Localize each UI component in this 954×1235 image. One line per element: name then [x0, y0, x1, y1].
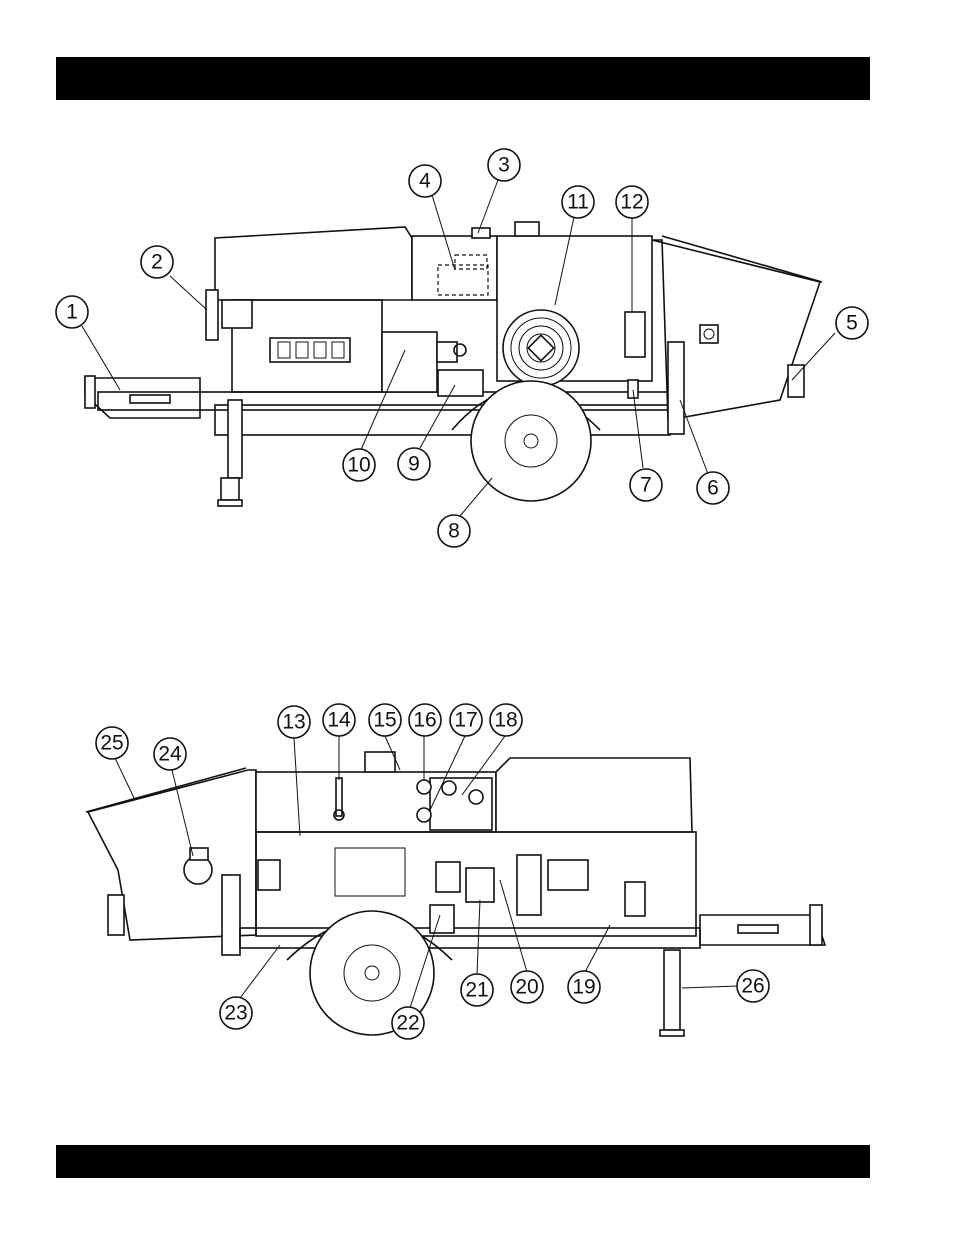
callout-label: 17 — [454, 709, 477, 732]
callout-label: 5 — [846, 312, 858, 335]
callout-label: 12 — [620, 191, 643, 214]
callout-label: 4 — [419, 170, 431, 193]
callout-4: 4 — [409, 165, 441, 197]
callout-19: 19 — [568, 971, 600, 1003]
callout-label: 2 — [151, 251, 163, 274]
callout-label: 13 — [282, 711, 305, 734]
callout-1: 1 — [56, 296, 88, 328]
bottom-pump-drawing — [86, 752, 825, 1036]
callout-label: 18 — [494, 709, 517, 732]
callout-14: 14 — [323, 704, 355, 736]
callout-label: 6 — [707, 477, 719, 500]
callout-2: 2 — [141, 246, 173, 278]
callout-label: 8 — [448, 520, 460, 543]
callout-label: 22 — [396, 1012, 419, 1035]
callout-label: 23 — [224, 1002, 247, 1025]
callout-label: 11 — [567, 191, 589, 214]
callout-20: 20 — [511, 971, 543, 1003]
callout-label: 20 — [515, 976, 538, 999]
callout-17: 17 — [450, 704, 482, 736]
callout-12: 12 — [616, 186, 648, 218]
callout-5: 5 — [836, 307, 868, 339]
callout-21: 21 — [461, 974, 493, 1006]
callout-8: 8 — [438, 515, 470, 547]
callout-label: 21 — [465, 979, 488, 1002]
callout-18: 18 — [490, 704, 522, 736]
callout-label: 7 — [640, 474, 652, 497]
callout-label: 10 — [347, 454, 370, 477]
callout-label: 26 — [741, 975, 764, 998]
callout-3: 3 — [488, 149, 520, 181]
callout-13: 13 — [278, 706, 310, 738]
callout-10: 10 — [343, 449, 375, 481]
callout-22: 22 — [392, 1007, 424, 1039]
callout-9: 9 — [398, 448, 430, 480]
callout-label: 1 — [66, 301, 78, 324]
callout-label: 9 — [408, 453, 420, 476]
callout-23: 23 — [220, 997, 252, 1029]
callout-24: 24 — [154, 738, 186, 770]
callout-label: 15 — [373, 709, 396, 732]
callout-label: 16 — [413, 709, 436, 732]
callout-25: 25 — [96, 727, 128, 759]
callout-15: 15 — [369, 704, 401, 736]
callout-6: 6 — [697, 472, 729, 504]
callout-label: 25 — [100, 732, 123, 755]
callout-16: 16 — [409, 704, 441, 736]
callout-26: 26 — [737, 970, 769, 1002]
callout-label: 14 — [327, 709, 351, 732]
callout-label: 3 — [498, 154, 510, 177]
callout-label: 19 — [572, 976, 595, 999]
callout-11: 11 — [562, 186, 594, 218]
callout-7: 7 — [630, 469, 662, 501]
callout-label: 24 — [158, 743, 182, 766]
